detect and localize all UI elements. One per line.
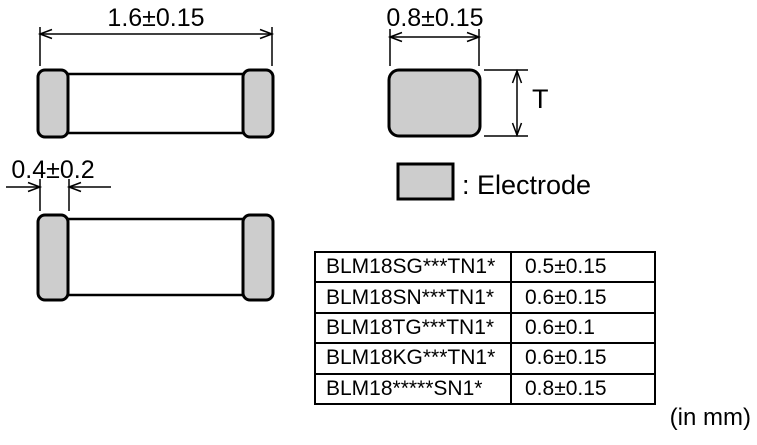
chip-body — [39, 72, 273, 135]
part-number-cell: BLM18SG***TN1* — [326, 255, 496, 279]
legend: : Electrode — [396, 162, 591, 201]
part-number-cell: BLM18SN***TN1* — [326, 285, 495, 309]
thickness-value-cell: 0.8±0.15 — [510, 374, 654, 404]
thickness-value-cell: 0.5±0.15 — [510, 253, 654, 282]
electrode-swatch-icon — [396, 162, 455, 201]
electrode-right — [241, 213, 275, 302]
electrode-width-dimension-label: 0.4±0.2 — [11, 156, 94, 184]
table-row: BLM18SG***TN1* 0.5±0.15 — [316, 253, 654, 284]
thickness-dimension-label: T — [532, 84, 549, 114]
width-dimension-label: 0.8±0.15 — [386, 4, 483, 32]
arrowhead-down-icon — [511, 122, 523, 138]
arrowhead-right-icon — [259, 28, 275, 40]
electrode-right — [241, 68, 275, 139]
table-row: BLM18*****SN1* 0.8±0.15 — [316, 374, 654, 404]
length-dimension-label: 1.6±0.15 — [107, 4, 204, 32]
table-row: BLM18TG***TN1* 0.6±0.1 — [316, 313, 654, 345]
part-number-cell: BLM18KG***TN1* — [326, 346, 496, 370]
side-view-electrode-width: 0.4±0.2 — [6, 156, 275, 302]
end-face-electrode — [387, 68, 482, 138]
table-row: BLM18KG***TN1* 0.6±0.15 — [316, 344, 654, 375]
top-view-length: 1.6±0.15 — [36, 4, 275, 139]
part-number-cell: BLM18*****SN1* — [326, 376, 483, 400]
electrode-left — [36, 213, 70, 302]
arrowhead-up-icon — [511, 68, 523, 84]
legend-label: : Electrode — [462, 170, 591, 200]
units-note: (in mm) — [670, 404, 751, 431]
part-number-cell: BLM18TG***TN1* — [326, 316, 495, 340]
thickness-value-cell: 0.6±0.15 — [510, 344, 654, 373]
arrowhead-left-icon — [37, 28, 53, 40]
end-view: 0.8±0.15 T — [386, 4, 549, 138]
thickness-value-cell: 0.6±0.15 — [510, 283, 654, 312]
electrode-left — [36, 68, 70, 139]
thickness-spec-table: BLM18SG***TN1* 0.5±0.15 BLM18SN***TN1* 0… — [314, 251, 656, 405]
arrowhead-right-icon — [27, 181, 43, 193]
thickness-value-cell: 0.6±0.1 — [510, 313, 654, 343]
arrowhead-left-icon — [66, 181, 82, 193]
chip-body — [39, 217, 273, 297]
arrowhead-right-icon — [466, 31, 482, 43]
arrowhead-left-icon — [387, 31, 403, 43]
table-row: BLM18SN***TN1* 0.6±0.15 — [316, 283, 654, 314]
